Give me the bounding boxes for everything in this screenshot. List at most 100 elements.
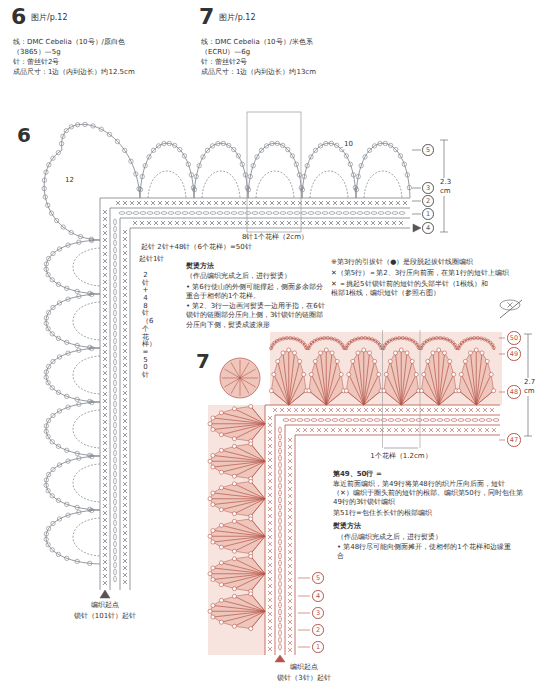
single-crochet xyxy=(347,201,351,205)
chain-stitch xyxy=(336,212,342,215)
single-crochet xyxy=(217,221,221,225)
single-crochet xyxy=(123,524,127,528)
single-crochet xyxy=(340,201,344,205)
picot xyxy=(46,472,50,476)
chain-stitch xyxy=(210,212,216,215)
single-crochet xyxy=(357,408,361,412)
chain-loop xyxy=(310,171,348,198)
picot xyxy=(44,483,48,487)
single-crochet xyxy=(268,444,272,448)
single-crochet xyxy=(324,428,328,432)
treble-stitch xyxy=(240,378,241,396)
treble-stitch xyxy=(459,391,476,405)
picot xyxy=(367,337,370,340)
picot xyxy=(219,561,223,565)
single-crochet xyxy=(268,458,272,462)
picot xyxy=(219,411,223,415)
single-crochet xyxy=(123,391,127,395)
picot xyxy=(474,348,478,352)
single-crochet xyxy=(103,448,107,452)
picot xyxy=(391,338,394,341)
picot xyxy=(44,532,48,536)
picot xyxy=(46,256,50,260)
picot xyxy=(437,348,441,352)
chain-stitch xyxy=(465,419,471,422)
chart-number: 6 xyxy=(16,124,32,147)
scallop-edge xyxy=(271,338,307,350)
single-crochet xyxy=(455,408,459,412)
chain-stitch xyxy=(114,359,117,365)
picot xyxy=(69,230,73,234)
single-crochet xyxy=(288,452,292,456)
row-leader xyxy=(298,613,310,614)
picot xyxy=(90,346,94,350)
picot xyxy=(46,381,50,385)
picot xyxy=(232,549,236,553)
picot xyxy=(359,163,363,167)
chain-stitch xyxy=(416,419,422,422)
treble-stitch xyxy=(401,350,402,405)
start-note: 锁针（101针）起针 xyxy=(73,612,137,621)
single-crochet xyxy=(288,438,292,442)
picot xyxy=(294,162,298,166)
single-crochet xyxy=(103,329,107,333)
single-crochet xyxy=(175,221,179,225)
picot xyxy=(57,463,61,467)
single-crochet xyxy=(103,245,107,249)
picot xyxy=(401,336,404,339)
picot xyxy=(46,327,50,331)
single-crochet xyxy=(123,440,127,444)
picot xyxy=(194,174,198,178)
single-crochet xyxy=(457,428,461,432)
chain-stitch xyxy=(114,317,117,323)
treble-stitch xyxy=(210,611,265,612)
row-number: 3 xyxy=(316,610,320,617)
single-crochet xyxy=(329,221,333,225)
treble-stitch xyxy=(476,374,491,405)
single-crochet xyxy=(298,201,302,205)
single-crochet xyxy=(429,428,433,432)
row-leader xyxy=(412,214,421,215)
single-crochet xyxy=(165,201,169,205)
picot xyxy=(330,337,333,340)
chain-stitch xyxy=(279,595,282,601)
single-crochet xyxy=(268,500,272,504)
picot xyxy=(298,359,302,363)
single-crochet xyxy=(288,536,292,540)
picot xyxy=(232,557,236,561)
single-crochet xyxy=(235,201,239,205)
single-crochet xyxy=(158,201,162,205)
scallop-edge xyxy=(248,143,302,198)
treble-stitch xyxy=(283,353,289,405)
single-crochet xyxy=(288,648,292,652)
single-crochet xyxy=(123,426,127,430)
single-crochet xyxy=(123,524,127,528)
picot xyxy=(330,351,334,355)
single-crochet xyxy=(221,201,225,205)
single-crochet xyxy=(103,546,107,550)
size-note: 成品尺寸：1边（内到边长）约13cm xyxy=(200,68,317,77)
single-crochet xyxy=(103,231,107,235)
single-crochet xyxy=(103,574,107,578)
picot xyxy=(89,237,93,241)
chain-stitch xyxy=(308,212,314,215)
single-crochet xyxy=(268,598,272,602)
chain-stitch xyxy=(154,212,160,215)
single-crochet xyxy=(288,564,292,568)
picot xyxy=(348,162,352,166)
single-crochet xyxy=(123,461,127,465)
single-crochet xyxy=(103,504,107,508)
row-number-circle: 49 xyxy=(507,347,520,360)
single-crochet xyxy=(268,437,272,441)
single-crochet xyxy=(268,626,272,630)
picot xyxy=(324,141,328,145)
single-crochet xyxy=(268,465,272,469)
picot xyxy=(339,372,343,376)
single-crochet xyxy=(476,408,480,412)
size-note: 成品尺寸：1边（内到边长）约12.5cm xyxy=(12,68,136,77)
single-crochet xyxy=(277,201,281,205)
single-crochet xyxy=(294,408,298,412)
picot xyxy=(44,262,48,266)
scallop-edge xyxy=(140,143,194,198)
single-crochet xyxy=(268,479,272,483)
